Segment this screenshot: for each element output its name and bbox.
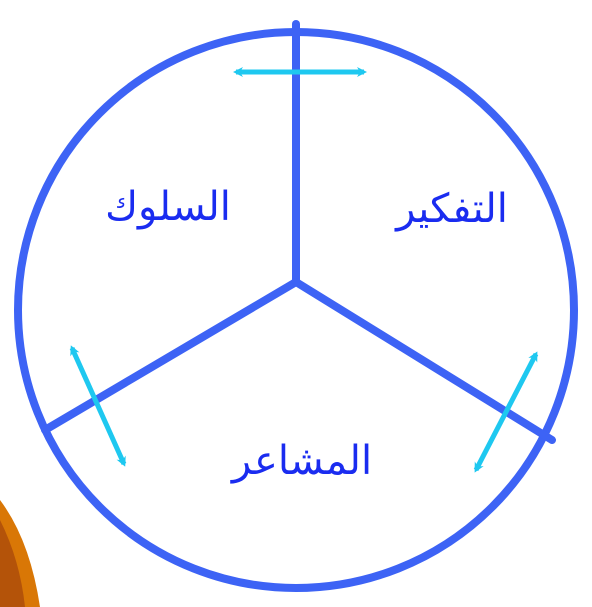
label-feelings: المشاعر <box>230 438 372 484</box>
label-behavior: السلوك <box>105 184 231 230</box>
label-thinking: التفكير <box>394 186 508 232</box>
corner-decoration <box>0 500 40 607</box>
